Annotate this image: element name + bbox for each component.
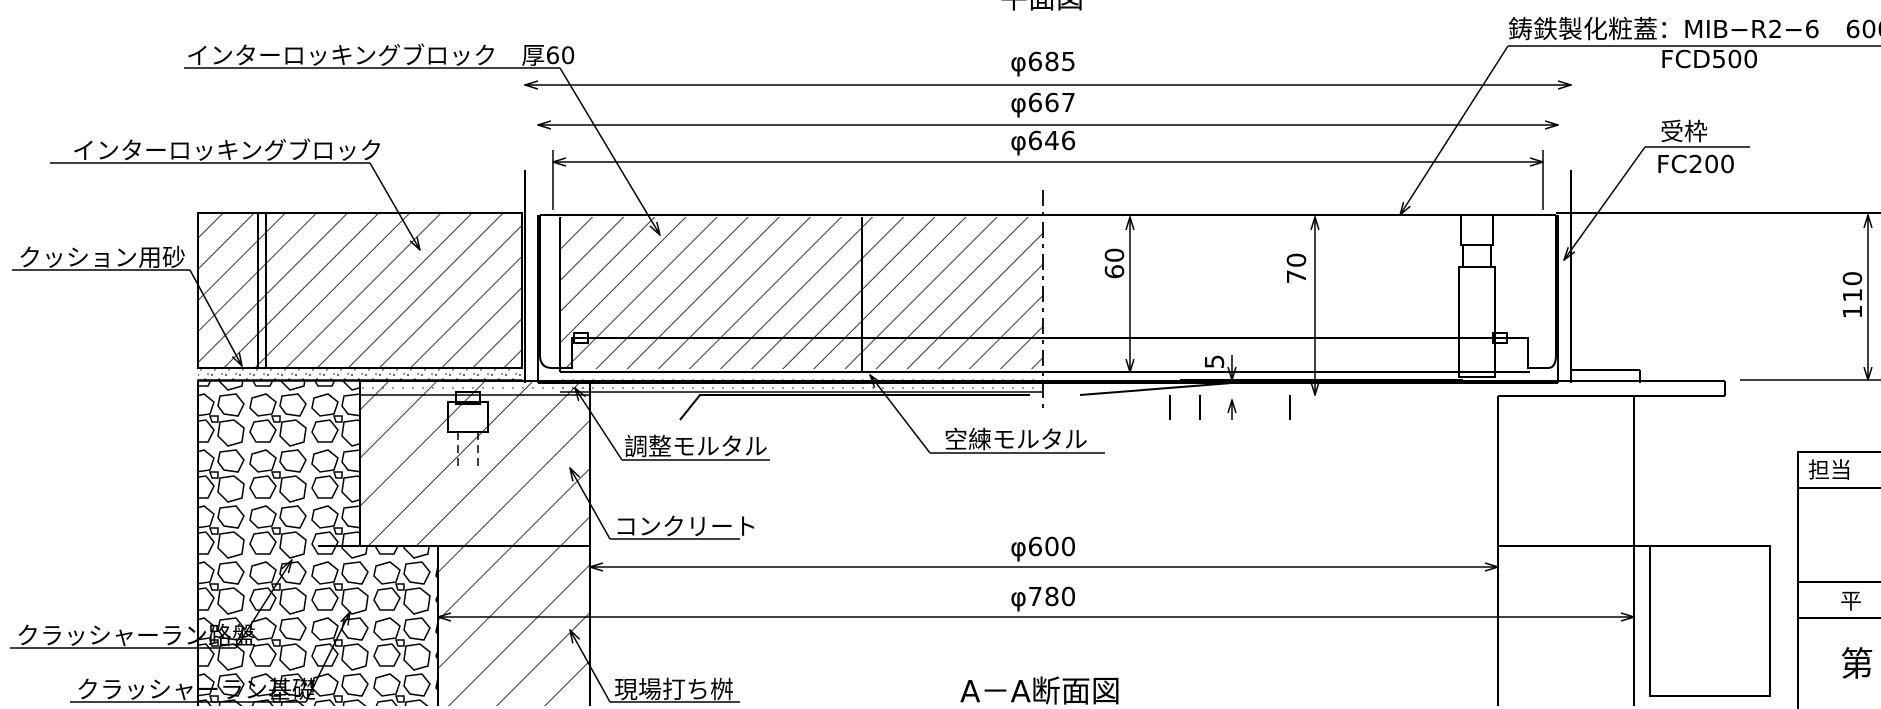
dim-60: 60 bbox=[1101, 247, 1131, 280]
title-block-hira: 平 bbox=[1840, 590, 1862, 615]
cover-plate bbox=[539, 212, 1881, 421]
interlocking-block-left bbox=[197, 212, 523, 369]
label-interlocking-thick: インターロッキングブロック 厚60 bbox=[186, 42, 576, 70]
dim-70: 70 bbox=[1283, 252, 1313, 285]
frame-label: 受枠 bbox=[1660, 118, 1708, 146]
cushion-sand-layer bbox=[197, 368, 523, 382]
dim-600: φ600 bbox=[1010, 533, 1077, 563]
crusher-run-base bbox=[197, 381, 438, 706]
title-block-dai: 第 bbox=[1840, 645, 1874, 685]
label-adjust-mortar: 調整モルタル bbox=[624, 433, 768, 461]
label-cast-in-place-pit: 現場打ち桝 bbox=[614, 676, 734, 704]
dim-780: φ780 bbox=[1010, 583, 1077, 613]
section-title: A－A断面図 bbox=[960, 675, 1121, 709]
title-block-tantou: 担当 bbox=[1808, 459, 1852, 484]
dim-5: 5 bbox=[1201, 353, 1231, 370]
concrete-ring bbox=[359, 380, 591, 706]
pit-walls bbox=[1497, 396, 1771, 706]
dim-110: 110 bbox=[1839, 270, 1869, 320]
anchor-bolt bbox=[447, 391, 489, 470]
dimension-lines bbox=[438, 85, 1881, 617]
label-dry-mortar: 空練モルタル bbox=[944, 426, 1088, 454]
label-crusher-run-base: クラッシャーラン路盤 bbox=[16, 622, 256, 650]
label-crusher-run-foundation: クラッシャーラン基礎 bbox=[76, 676, 316, 704]
dim-646: φ646 bbox=[1010, 127, 1077, 157]
dim-667: φ667 bbox=[1010, 89, 1077, 119]
label-cushion-sand: クッション用砂 bbox=[18, 244, 186, 272]
plan-view-title: 平面図 bbox=[1000, 0, 1084, 15]
leader-lines bbox=[10, 45, 1881, 703]
title-block bbox=[1797, 451, 1881, 709]
cover-spec-line2: FCD500 bbox=[1660, 45, 1759, 74]
cover-spec-line1: 鋳鉄製化粧蓋：MIB−R2−6 600 bbox=[1508, 15, 1881, 44]
dim-685: φ685 bbox=[1010, 48, 1077, 78]
label-interlocking: インターロッキングブロック bbox=[72, 137, 383, 165]
label-concrete: コンクリート bbox=[614, 513, 758, 541]
frame-material: FC200 bbox=[1656, 150, 1736, 179]
